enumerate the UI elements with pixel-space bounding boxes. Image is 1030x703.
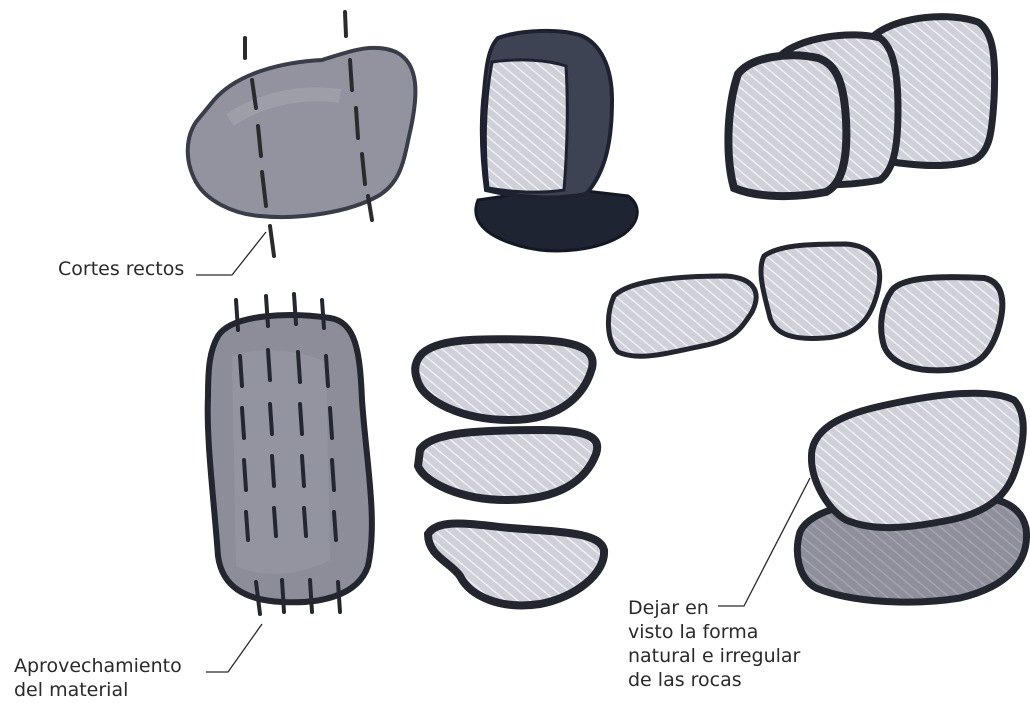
annotation-cortes-rectos: Cortes rectos — [58, 257, 184, 281]
annotation-line: Cortes rectos — [58, 258, 184, 280]
annotation-line: Aprovechamiento — [14, 655, 182, 677]
annotation-dejar-en-visto: Dejar en visto la forma natural e irregu… — [628, 596, 800, 692]
natural-stacked-stones — [797, 393, 1026, 602]
leader-aprovechamiento — [206, 624, 262, 672]
flat-pebbles-row — [608, 244, 1002, 370]
cube-block — [476, 31, 637, 251]
annotation-line: del material — [14, 679, 128, 701]
annotation-line: Dejar en — [628, 597, 709, 619]
annotation-line: de las rocas — [628, 669, 742, 691]
leader-cortes — [196, 232, 266, 275]
stacked-blocks — [728, 17, 994, 196]
annotation-aprovechamiento: Aprovechamiento del material — [14, 654, 182, 702]
annotation-line: visto la forma — [628, 621, 758, 643]
rock-multiple-cuts — [208, 294, 372, 614]
annotation-line: natural e irregular — [628, 645, 800, 667]
sliced-slabs — [415, 339, 604, 605]
raw-rock-with-cuts — [188, 12, 416, 256]
